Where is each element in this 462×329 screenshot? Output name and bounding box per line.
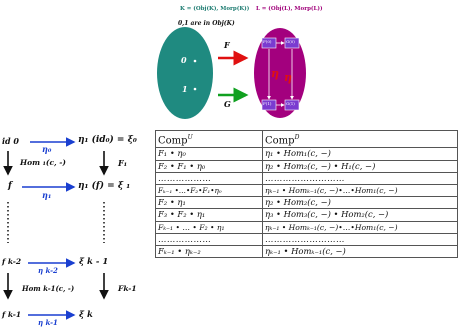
objects-note: 0,1 are in Obj(K)	[178, 20, 235, 27]
functor-diagram: η η	[157, 27, 306, 119]
comp-d-cell: η₃ • Hom₃(c, −) • Hom₂(c, −)	[262, 208, 458, 222]
f1-label: F₁	[118, 158, 128, 168]
comp-d-cell: ηₖ₋₁ • Homₖ₋₁(c, −)•…•Hom₁(c, −)	[262, 220, 458, 234]
id0-node: id 0	[2, 136, 19, 146]
comp-d-cell: η₂ • Hom₂(c, −) • H₁(c, −)	[262, 159, 458, 173]
comp-u-cell: ………………	[155, 232, 263, 246]
xi0-node: η₁ (id₀) = ξ₀	[78, 135, 137, 145]
f-node: f	[8, 181, 12, 191]
comp-u-cell: F₃ • F₂ • η₁	[155, 208, 263, 222]
g1-label: G(1)	[286, 101, 295, 106]
chain-arrows	[3, 137, 109, 320]
comp-u-header: CompU	[155, 129, 263, 149]
eta1-label: η₁	[42, 190, 52, 200]
comp-u-cell: F₂ • η₁	[155, 196, 263, 210]
comp-d-cell: η₂ • Hom₂(c, −)	[262, 196, 458, 210]
comp-u-cell: Fₖ₋₁ • ηₖ₋₂	[155, 244, 263, 259]
comp-u-cell: Fₖ₋₁ • … • F₂ • η₁	[155, 220, 263, 234]
svg-text:η: η	[284, 71, 292, 84]
fk2-node: f k-2	[2, 257, 22, 266]
comp-d-cell: ………………………	[262, 232, 458, 246]
comp-d-cell: ηₖ₋₁ • Homₖ₋₁(c, −)	[262, 244, 458, 259]
functor-g-label: G	[224, 99, 231, 109]
eta-k1-label: η k-1	[38, 318, 58, 327]
comp-d-cell: ηₖ₋₁ • Homₖ₋₁(c, −)•…•Hom₁(c, −)	[262, 183, 458, 198]
category-k-ellipse	[157, 27, 213, 119]
comp-d-header: CompD	[262, 129, 458, 149]
functor-f-label: F	[224, 40, 230, 50]
node-1-label: 1	[182, 84, 188, 94]
hom1-label: Hom ₁(c, -)	[20, 158, 66, 167]
eta0-label: η₀	[42, 144, 52, 154]
table-row: Fₖ₋₁ • ηₖ₋₂ ηₖ₋₁ • Homₖ₋₁(c, −)	[155, 244, 458, 259]
fk1-label: Fk-1	[118, 284, 137, 293]
table-row: Fₖ₋₁ •…•F₂•F₁•η₀ ηₖ₋₁ • Homₖ₋₁(c, −)•…•H…	[155, 183, 458, 198]
l-category-label: L = (Obj(L), Morp(L))	[256, 6, 323, 12]
xi1-node: η₁ (f) = ξ ₁	[78, 181, 131, 191]
comp-table: CompU CompD F₁ • η₀ η₁ • Hom₁(c, −) F₂ •…	[155, 129, 458, 259]
g0-box	[284, 37, 300, 49]
category-l-ellipse	[254, 28, 306, 118]
table-row: ……………… ………………………	[155, 171, 458, 185]
g0-label: G(0)	[286, 39, 295, 44]
table-row: Fₖ₋₁ • … • F₂ • η₁ ηₖ₋₁ • Homₖ₋₁(c, −)•……	[155, 220, 458, 234]
table-row: ……………… ………………………	[155, 232, 458, 246]
table-row: F₂ • η₁ η₂ • Hom₂(c, −)	[155, 196, 458, 210]
comp-u-cell: Fₖ₋₁ •…•F₂•F₁•η₀	[155, 183, 263, 198]
homk1-label: Hom k-1(c, -)	[22, 284, 75, 293]
f1-label: F(1)	[263, 101, 272, 106]
f0-label: F(0)	[263, 39, 272, 44]
table-row: F₂ • F₁ • η₀ η₂ • Hom₂(c, −) • H₁(c, −)	[155, 159, 458, 173]
table-row: F₁ • η₀ η₁ • Hom₁(c, −)	[155, 147, 458, 161]
node-0-label: 0	[181, 55, 187, 65]
xik1-node: ξ k - 1	[79, 257, 109, 267]
comp-d-cell: η₁ • Hom₁(c, −)	[262, 147, 458, 161]
fk1-node: f k-1	[2, 310, 22, 319]
eta-k2-label: η k-2	[38, 266, 58, 275]
xik-node: ξ k	[79, 310, 93, 320]
svg-text:η: η	[271, 67, 279, 80]
comp-u-cell: F₁ • η₀	[155, 147, 263, 161]
g1-box	[284, 99, 300, 111]
comp-u-cell: F₂ • F₁ • η₀	[155, 159, 263, 173]
comp-d-cell: ………………………	[262, 171, 458, 185]
table-row: F₃ • F₂ • η₁ η₃ • Hom₃(c, −) • Hom₂(c, −…	[155, 208, 458, 222]
k-category-label: K = (Obj(K), Morp(K))	[180, 6, 250, 12]
comp-u-cell: ………………	[155, 171, 263, 185]
